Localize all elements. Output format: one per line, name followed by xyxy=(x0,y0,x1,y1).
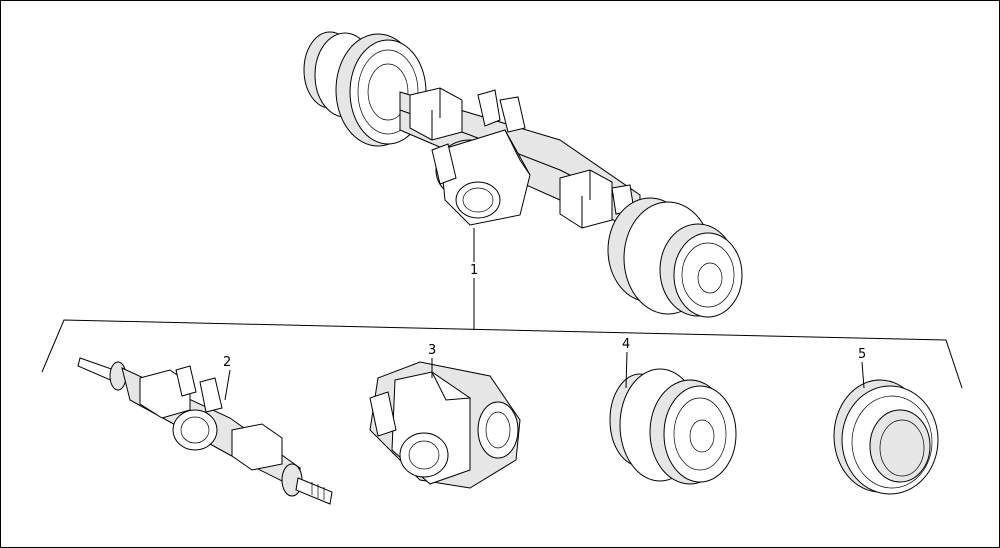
callout-2-leader xyxy=(224,369,231,401)
drive-axle-assembly xyxy=(303,31,743,318)
callout-5-leader xyxy=(861,361,865,389)
callout-1: 1 xyxy=(470,263,478,278)
differential-carrier xyxy=(369,361,521,489)
center-differential xyxy=(431,129,531,226)
callout-4-leader xyxy=(625,351,628,389)
callout-3: 3 xyxy=(428,343,436,358)
brake-disc-pack xyxy=(833,379,939,495)
exploded-bracket xyxy=(41,319,963,389)
planetary-wheel-hub xyxy=(609,368,737,485)
right-wheel-hub xyxy=(607,197,743,318)
callout-2: 2 xyxy=(223,355,231,370)
callout-5: 5 xyxy=(858,347,866,362)
callout-4: 4 xyxy=(622,337,630,352)
axle-housing xyxy=(77,357,333,505)
